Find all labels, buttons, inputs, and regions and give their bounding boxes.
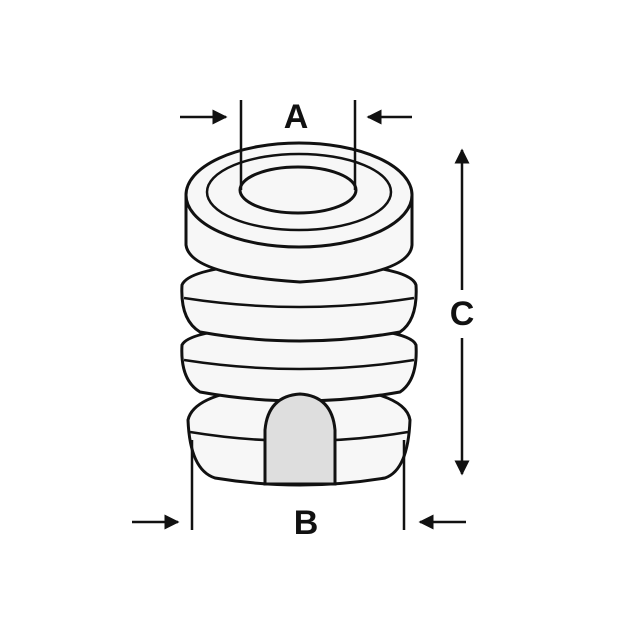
dimension-label-b: B	[294, 504, 319, 542]
bellows-part	[180, 141, 418, 487]
dimension-label-c: C	[450, 295, 475, 333]
bore-opening	[238, 165, 358, 215]
side-slot	[263, 392, 337, 486]
middle-groove-lower	[183, 358, 415, 371]
dimension-label-a: A	[284, 98, 309, 136]
dimension-a: A	[180, 98, 412, 190]
middle-groove-upper	[183, 296, 415, 309]
dimension-b: B	[132, 440, 466, 542]
dimension-c: C	[450, 148, 475, 476]
top-rim-inner	[205, 152, 393, 232]
